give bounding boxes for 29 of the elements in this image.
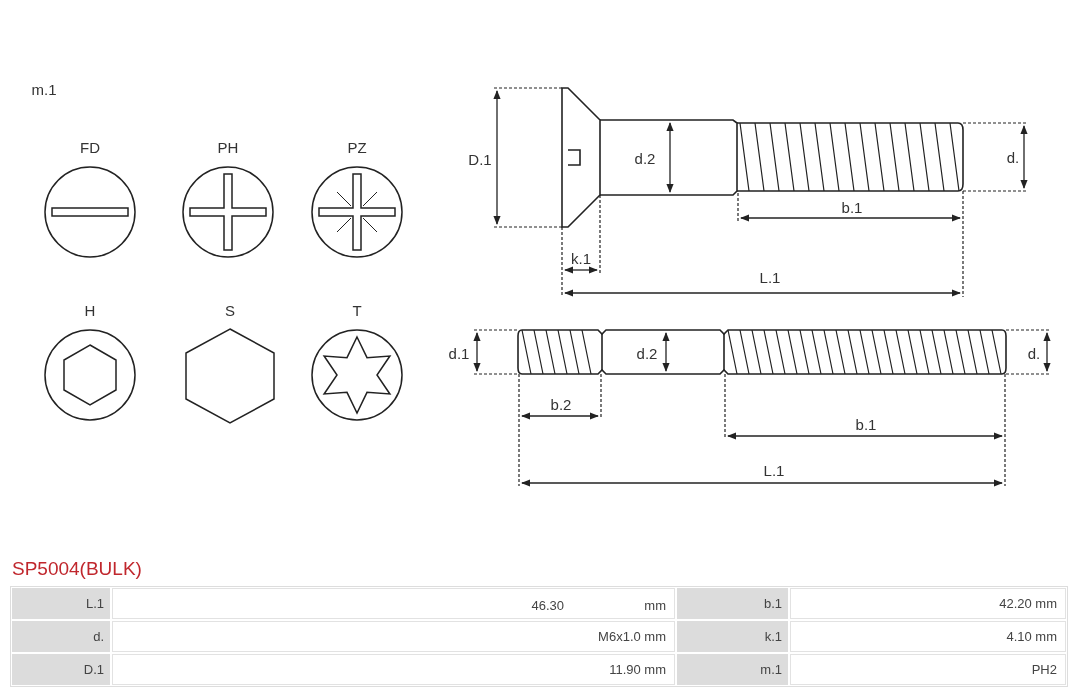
dimension-label: d. (1005, 149, 1021, 165)
drive-type-label: T (352, 301, 362, 321)
table-header-cell: b.1 (677, 588, 788, 619)
table-header-cell: m.1 (677, 654, 788, 685)
dimension-label: d.2 (633, 150, 657, 166)
drive-type-label: FD (80, 138, 100, 158)
table-header-cell: k.1 (677, 621, 788, 652)
part-title: SP5004(BULK) (12, 557, 142, 581)
table-header-cell: L.1 (12, 588, 110, 619)
table-cell: 42.20 mm (790, 588, 1066, 619)
dimension-label: d.1 (447, 345, 471, 361)
table-header-cell: d. (12, 621, 110, 652)
unit-text: mm (644, 597, 666, 615)
dimension-label: b.1 (840, 199, 864, 215)
table-cell: PH2 (790, 654, 1066, 685)
drive-type-label: PH (217, 138, 239, 158)
dimension-label: b.2 (549, 396, 573, 412)
dimension-label: d.2 (635, 345, 659, 361)
dimension-label: b.1 (854, 416, 878, 432)
drive-type-label: S (225, 301, 235, 321)
drive-type-label: H (84, 301, 96, 321)
table-cell: 11.90 mm (112, 654, 675, 685)
table-cell: 4.10 mm (790, 621, 1066, 652)
dimension-label: d. (1026, 345, 1042, 361)
table-cell: M6x1.0 mm (112, 621, 675, 652)
dimension-label: k.1 (570, 250, 592, 266)
value-text: 46.30 (531, 597, 564, 615)
drive-type-label: PZ (347, 138, 367, 158)
table-header-cell: D.1 (12, 654, 110, 685)
